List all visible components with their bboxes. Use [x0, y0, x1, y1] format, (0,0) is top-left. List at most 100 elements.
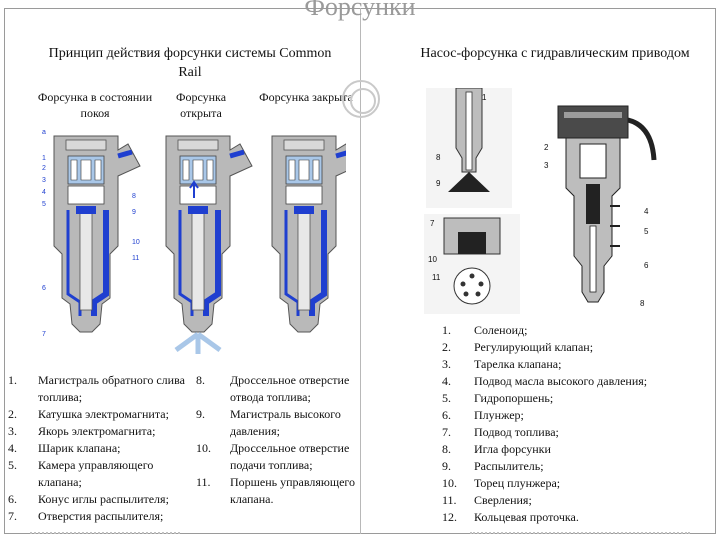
- legend-item: 6.Плунжер;: [442, 407, 714, 424]
- legend-number: 4.: [442, 374, 451, 388]
- legend-text: Магистраль обратного слива топлива;: [38, 373, 185, 404]
- legend-number: 4.: [8, 441, 17, 455]
- legend-item: 11. Поршень управляющего клапана.: [196, 474, 386, 508]
- legend-text: Тарелка клапана;: [474, 357, 562, 371]
- legend-item: 11. Сверления;: [442, 492, 714, 509]
- legend-text: Сверления;: [474, 493, 532, 507]
- legend-item: 1. Соленоид;: [442, 322, 714, 339]
- state-closed-label: Форсунка закрыта: [259, 90, 353, 104]
- legend-item: 3. Тарелка клапана;: [442, 356, 714, 373]
- cr-label: 4: [42, 189, 46, 196]
- legend-item: 6.Конус иглы распылителя;: [8, 491, 198, 508]
- legend-number: 2.: [8, 407, 17, 421]
- legend-text: Якорь электромагнита;: [38, 424, 156, 438]
- footer-dots: [30, 526, 180, 534]
- cr-label: 5: [42, 201, 46, 208]
- cr-label: 7: [42, 331, 46, 338]
- cr-label: 9: [132, 209, 136, 216]
- legend-item: 12.Кольцевая проточка.: [442, 509, 714, 526]
- legend-text: Отверстия распылителя;: [38, 509, 164, 523]
- legend-left: 1. Магистраль обратного слива топлива; 2. К…: [8, 372, 198, 525]
- legend-number: 10.: [196, 441, 211, 455]
- legend-text: Шарик клапана;: [38, 441, 121, 455]
- legend-item: 5.Гидропоршень;: [442, 390, 714, 407]
- page-title: Форсунки: [304, 0, 416, 21]
- legend-number: 11.: [442, 493, 457, 507]
- legend-text: Подвод масла высокого давления;: [474, 374, 648, 388]
- cr-label: 1: [42, 155, 46, 162]
- ui-label: 4: [644, 207, 649, 216]
- legend-text: Игла форсунки: [474, 442, 551, 456]
- legend-number: 9.: [196, 407, 205, 421]
- legend-number: 8.: [442, 442, 451, 456]
- legend-item: 7. Подвод топлива;: [442, 424, 714, 441]
- cr-label: 2: [42, 165, 46, 172]
- ui-label: 3: [544, 161, 549, 170]
- ui-label: 6: [644, 261, 649, 270]
- ui-label: 8: [640, 299, 645, 308]
- ui-label: 10: [428, 255, 437, 264]
- legend-right: 1. Соленоид; 2. Регулирующий клапан; 3. Тарел…: [442, 322, 714, 526]
- state-rest-label: Форсунка в состоянии покоя: [37, 90, 153, 120]
- footer-dots: [470, 526, 690, 534]
- ui-label: 1: [482, 93, 487, 102]
- legend-item: 3. Якорь электромагнита;: [8, 423, 198, 440]
- legend-item: 9. Распылитель;: [442, 458, 714, 475]
- legend-number: 2.: [442, 340, 451, 354]
- legend-text: Поршень управляющего клапана.: [230, 475, 356, 506]
- legend-text: Катушка электромагнита;: [38, 407, 169, 421]
- legend-item: 2. Катушка электромагнита;: [8, 406, 198, 423]
- legend-text: Кольцевая проточка.: [474, 510, 579, 524]
- legend-number: 1.: [442, 323, 451, 337]
- cr-label: 8: [132, 193, 136, 200]
- right-heading: Насос-форсунка с гидравлическим приводом: [420, 46, 690, 61]
- legend-item: 7. Отверстия распылителя;: [8, 508, 198, 525]
- legend-text: Гидропоршень;: [474, 391, 554, 405]
- legend-text: Магистраль высокого давления;: [230, 407, 341, 438]
- legend-number: 11.: [196, 475, 211, 489]
- legend-item: 8. Дроссельное отверстие отвода топлива;: [196, 372, 386, 406]
- legend-item: 5. Камера управляющего клапана;: [8, 457, 198, 491]
- legend-mid: 8.Дроссельное отверстие отвода топлива;9…: [196, 372, 386, 508]
- legend-item: 10.Дроссельное отверстие подачи топлива;: [196, 440, 386, 474]
- injector-rest: a 1 2 3 4 5 6 7 8 9 10 11: [42, 129, 140, 338]
- legend-number: 3.: [8, 424, 17, 438]
- legend-number: 9.: [442, 459, 451, 473]
- ui-label: 8: [436, 153, 441, 162]
- legend-item: 8. Игла форсунки: [442, 441, 714, 458]
- decorative-ring-icon: [342, 80, 380, 118]
- legend-text: Соленоид;: [474, 323, 528, 337]
- legend-item: 9. Магистраль высокого давления;: [196, 406, 386, 440]
- legend-text: Торец плунжера;: [474, 476, 561, 490]
- injector-closed: [272, 136, 346, 332]
- legend-item: 4. Подвод масла высокого давления;: [442, 373, 714, 390]
- legend-number: 7.: [8, 509, 17, 523]
- ui-label: 5: [644, 227, 649, 236]
- legend-text: Распылитель;: [474, 459, 544, 473]
- legend-number: 1.: [8, 373, 17, 387]
- legend-number: 3.: [442, 357, 451, 371]
- ui-label: 9: [436, 179, 441, 188]
- unit-injector-body: 2 3 4 5 6 8: [544, 105, 657, 308]
- legend-number: 8.: [196, 373, 205, 387]
- unit-injector-nozzle-detail: 1 8 9: [426, 88, 512, 208]
- legend-text: Подвод топлива;: [474, 425, 559, 439]
- legend-text: Камера управляющего клапана;: [38, 458, 154, 489]
- legend-text: Регулирующий клапан;: [474, 340, 594, 354]
- injector-open: [166, 136, 252, 354]
- legend-item: 4. Шарик клапана;: [8, 440, 198, 457]
- legend-number: 7.: [442, 425, 451, 439]
- ui-label: 11: [432, 273, 441, 282]
- cr-label: 10: [132, 239, 140, 246]
- cr-label: 3: [42, 177, 46, 184]
- legend-number: 5.: [8, 458, 17, 472]
- legend-text: Дроссельное отверстие отвода топлива;: [230, 373, 350, 404]
- legend-item: 1. Магистраль обратного слива топлива;: [8, 372, 198, 406]
- legend-number: 10.: [442, 476, 457, 490]
- legend-item: 2. Регулирующий клапан;: [442, 339, 714, 356]
- legend-number: 6.: [442, 408, 451, 422]
- legend-item: 10. Торец плунжера;: [442, 475, 714, 492]
- legend-number: 6.: [8, 492, 17, 506]
- cr-label: a: [42, 129, 46, 136]
- cr-label: 6: [42, 285, 46, 292]
